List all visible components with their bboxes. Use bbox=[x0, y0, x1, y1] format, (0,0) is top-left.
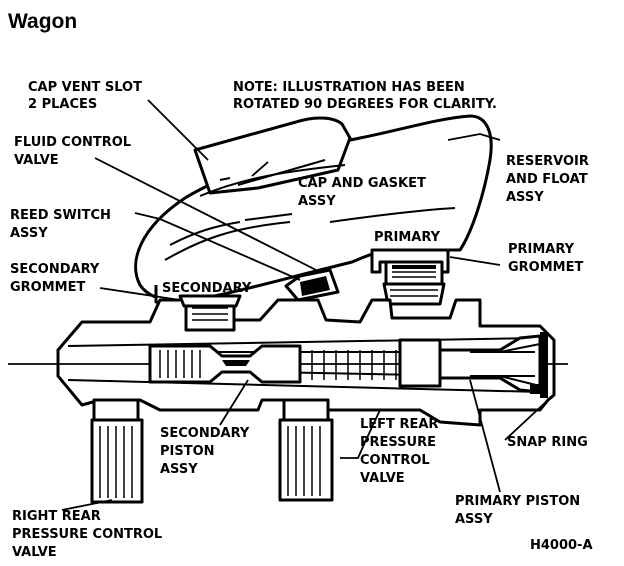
svg-text:PISTON: PISTON bbox=[160, 444, 215, 459]
primary-piston-part bbox=[299, 332, 548, 398]
leader-lines bbox=[61, 99, 549, 511]
label-cap-and-gasket: CAP AND GASKET ASSY bbox=[298, 176, 426, 209]
label-primary-piston: PRIMARY PISTON ASSY bbox=[455, 494, 580, 527]
svg-text:RESERVOIR: RESERVOIR bbox=[506, 154, 589, 169]
svg-text:AND FLOAT: AND FLOAT bbox=[506, 172, 588, 187]
label-secondary-grommet: SECONDARY GROMMET bbox=[10, 262, 100, 295]
svg-text:ASSY: ASSY bbox=[455, 512, 493, 527]
svg-text:GROMMET: GROMMET bbox=[10, 280, 85, 295]
label-reed-switch: REED SWITCH ASSY bbox=[10, 208, 111, 241]
svg-text:PRIMARY PISTON: PRIMARY PISTON bbox=[455, 494, 580, 509]
label-reservoir-and-float: RESERVOIR AND FLOAT ASSY bbox=[506, 154, 589, 205]
label-snap-ring: SNAP RING bbox=[507, 435, 588, 450]
svg-text:CAP VENT SLOT: CAP VENT SLOT bbox=[28, 80, 142, 95]
svg-text:SECONDARY: SECONDARY bbox=[160, 426, 250, 441]
svg-text:PRESSURE CONTROL: PRESSURE CONTROL bbox=[12, 527, 162, 542]
svg-text:REED SWITCH: REED SWITCH bbox=[10, 208, 111, 223]
svg-text:CONTROL: CONTROL bbox=[360, 453, 430, 468]
svg-text:VALVE: VALVE bbox=[14, 153, 59, 168]
label-primary-grommet: PRIMARY GROMMET bbox=[508, 242, 583, 275]
diagram-title: Wagon bbox=[8, 10, 77, 33]
svg-text:LEFT REAR: LEFT REAR bbox=[360, 417, 438, 432]
label-primary: PRIMARY bbox=[374, 230, 441, 245]
svg-text:PRESSURE: PRESSURE bbox=[360, 435, 436, 450]
primary-well bbox=[370, 248, 450, 306]
label-secondary: SECONDARY bbox=[162, 281, 252, 296]
note-line-1: NOTE: ILLUSTRATION HAS BEEN bbox=[233, 80, 465, 95]
figure-id: H4000-A bbox=[530, 538, 593, 553]
note-line-2: ROTATED 90 DEGREES FOR CLARITY. bbox=[233, 97, 497, 112]
secondary-grommet-part bbox=[178, 294, 242, 332]
label-left-rear-valve: LEFT REAR PRESSURE CONTROL VALVE bbox=[360, 417, 438, 486]
label-right-rear-valve: RIGHT REAR PRESSURE CONTROL VALVE bbox=[12, 509, 162, 560]
right-rear-valve-part bbox=[90, 398, 144, 504]
left-rear-valve-part bbox=[278, 398, 334, 502]
label-fluid-control-valve: FLUID CONTROL VALVE bbox=[14, 135, 131, 168]
svg-text:FLUID CONTROL: FLUID CONTROL bbox=[14, 135, 131, 150]
svg-text:ASSY: ASSY bbox=[160, 462, 198, 477]
svg-text:ASSY: ASSY bbox=[10, 226, 48, 241]
svg-text:VALVE: VALVE bbox=[360, 471, 405, 486]
svg-text:ASSY: ASSY bbox=[298, 194, 336, 209]
svg-text:CAP AND GASKET: CAP AND GASKET bbox=[298, 176, 426, 191]
svg-text:VALVE: VALVE bbox=[12, 545, 57, 560]
label-secondary-piston: SECONDARY PISTON ASSY bbox=[160, 426, 250, 477]
svg-text:SECONDARY: SECONDARY bbox=[10, 262, 100, 277]
label-cap-vent-slot: CAP VENT SLOT 2 PLACES bbox=[28, 80, 142, 112]
rotation-note: NOTE: ILLUSTRATION HAS BEEN ROTATED 90 D… bbox=[233, 80, 497, 112]
svg-text:PRIMARY: PRIMARY bbox=[508, 242, 575, 257]
svg-text:GROMMET: GROMMET bbox=[508, 260, 583, 275]
svg-text:ASSY: ASSY bbox=[506, 190, 544, 205]
secondary-piston-part bbox=[148, 344, 302, 384]
svg-text:2 PLACES: 2 PLACES bbox=[28, 97, 97, 112]
svg-text:RIGHT REAR: RIGHT REAR bbox=[12, 509, 101, 524]
